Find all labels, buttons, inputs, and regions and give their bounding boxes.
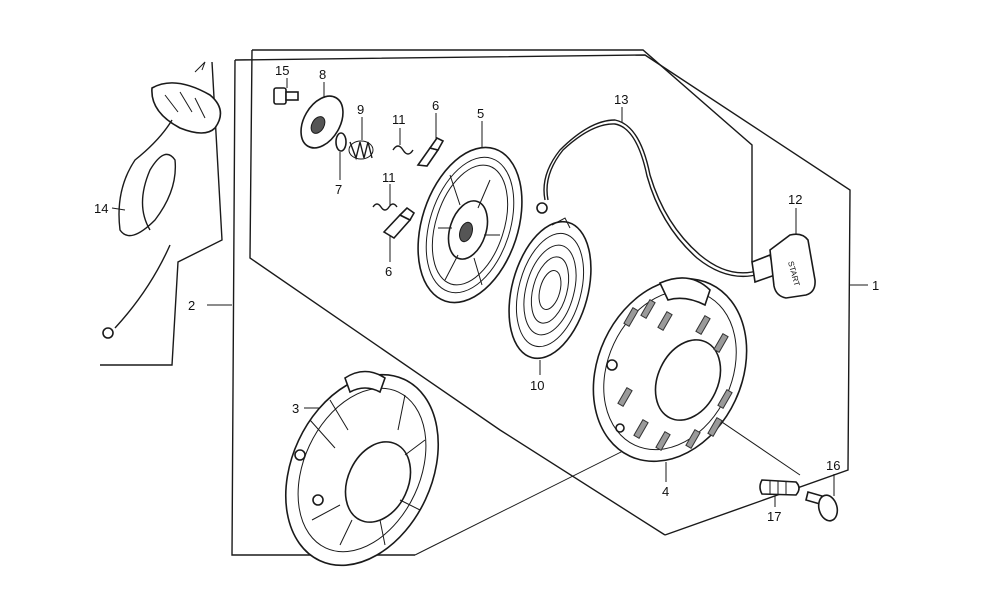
washer-part-7 — [335, 132, 347, 152]
callout-1: 1 — [872, 278, 879, 293]
starter-rope-part-13 — [536, 119, 761, 278]
callout-2: 2 — [188, 298, 195, 313]
callout-6b: 6 — [385, 264, 392, 279]
callout-5: 5 — [477, 106, 484, 121]
callout-8: 8 — [319, 67, 326, 82]
starter-case-part-4 — [592, 277, 748, 463]
callout-16: 16 — [826, 458, 840, 473]
spring-part-9 — [348, 140, 374, 161]
callout-17: 17 — [767, 509, 781, 524]
return-spring-part-11a — [392, 145, 414, 155]
choke-cable-part — [102, 61, 222, 339]
callout-3: 3 — [292, 401, 299, 416]
callout-7: 7 — [335, 182, 342, 197]
callout-11b: 11 — [382, 170, 396, 185]
return-spring-part-11b — [372, 203, 398, 211]
recoil-spring-part-10 — [508, 217, 592, 360]
reel-part-5 — [417, 146, 523, 304]
ratchet-part-6b — [382, 206, 416, 240]
callout-leaders — [111, 78, 868, 507]
ratchet-guide-part-8 — [300, 95, 344, 149]
callout-6a: 6 — [432, 98, 439, 113]
bolt-part-15 — [273, 87, 299, 105]
callout-14: 14 — [94, 201, 108, 216]
callout-9: 9 — [357, 102, 364, 117]
callout-4: 4 — [662, 484, 669, 499]
collar-part-17 — [759, 479, 800, 496]
callout-11a: 11 — [392, 112, 406, 127]
callout-12: 12 — [788, 192, 802, 207]
callout-15: 15 — [275, 63, 289, 78]
outer-cover-part-3 — [284, 370, 440, 567]
callout-labels: 15 8 9 7 11 6 5 11 6 13 12 1 2 14 10 3 4… — [94, 63, 879, 524]
callout-13: 13 — [614, 92, 628, 107]
ratchet-part-6a — [416, 136, 445, 167]
flange-bolt-part-16 — [805, 491, 839, 522]
callout-10: 10 — [530, 378, 544, 393]
starter-handle-part-12: START — [751, 233, 816, 299]
